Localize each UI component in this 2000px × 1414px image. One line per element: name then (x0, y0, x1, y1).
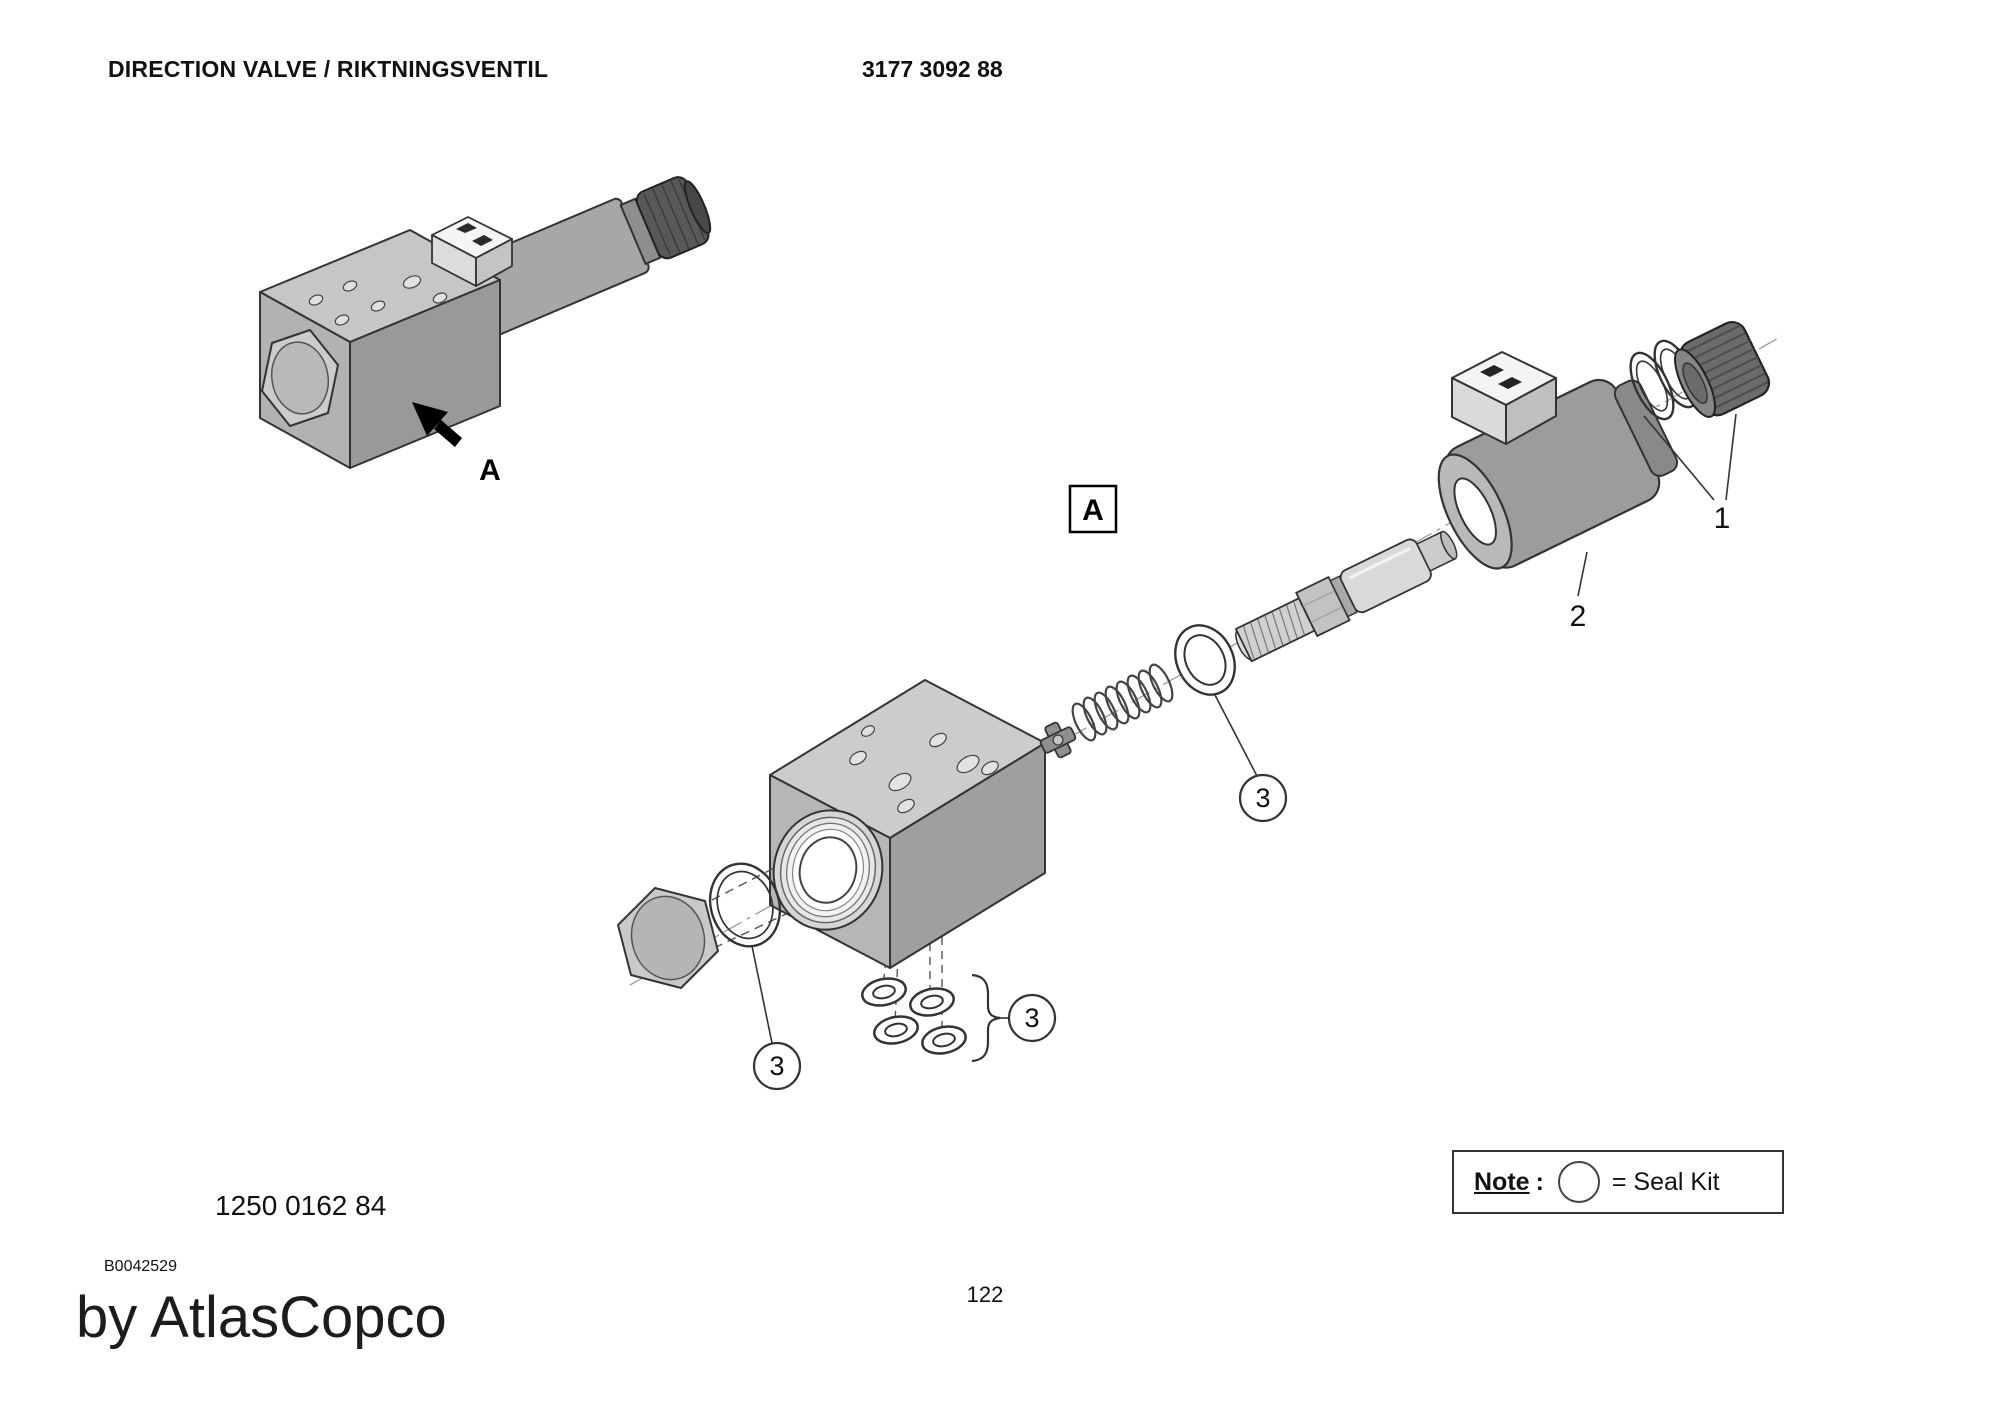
part-number: 3177 3092 88 (862, 56, 1003, 82)
assembled-connector (431, 216, 513, 287)
plug-alignment-dashes (711, 865, 787, 949)
callout-3-oring: 3 (1214, 694, 1288, 823)
assembled-block-holes (308, 275, 448, 326)
callout-3-plug: 3 (751, 945, 802, 1091)
callout-3-plug-label: 3 (769, 1051, 784, 1081)
seal-kit-circle-icon (1557, 1161, 1600, 1203)
connector-pins (456, 223, 493, 246)
block-top-holes (849, 725, 999, 814)
page-number: 122 (966, 1282, 1004, 1307)
brand-text: by AtlasCopco (76, 1285, 447, 1350)
valve-manifold-block (769, 679, 1046, 1034)
valve-port (772, 809, 884, 931)
hex-plug (617, 887, 719, 989)
washer-brace (971, 973, 1001, 1063)
washer (873, 1015, 919, 1045)
assembled-valve-view (259, 176, 712, 469)
seal-washers (861, 977, 967, 1055)
callout-3-washers-label: 3 (1024, 1003, 1039, 1033)
callout-2-coil: 2 (1570, 551, 1588, 633)
assembled-hex-plug-face (270, 341, 330, 415)
note-separator: : (1535, 1167, 1544, 1196)
page-title: DIRECTION VALVE / RIKTNINGSVENTIL (108, 56, 549, 82)
solenoid-connector (1451, 351, 1557, 445)
callout-3-washers: 3 (1000, 993, 1057, 1043)
block-right-face (889, 742, 1046, 969)
coil-knurled-nut (1674, 321, 1771, 418)
note-meaning: = Seal Kit (1611, 1167, 1720, 1196)
callout-3-oring-label: 3 (1255, 783, 1270, 813)
view-a-arrow-icon (412, 402, 462, 447)
valve-spring (1071, 663, 1174, 742)
callout-2-label: 2 (1570, 600, 1587, 633)
washer (861, 977, 907, 1007)
detail-view-label: A (1082, 494, 1104, 527)
detail-view-frame (1068, 484, 1118, 534)
washer (909, 987, 955, 1017)
connector-pins (1480, 365, 1522, 389)
plug-o-ring (708, 862, 782, 948)
callout-1-nut-rings: 1 (1643, 413, 1737, 535)
spool-retainer (1039, 721, 1077, 759)
cartridge-valve (1235, 530, 1458, 663)
document-code: B0042529 (104, 1258, 177, 1275)
seal-kit-note: Note : = Seal Kit (1452, 1150, 1784, 1214)
view-a-arrow-label: A (479, 454, 501, 487)
cartridge-thread-lines (1242, 601, 1305, 660)
drawing-number: 1250 0162 84 (215, 1190, 387, 1221)
callout-1-label: 1 (1714, 502, 1731, 535)
washer (921, 1025, 967, 1055)
assembled-block-right (349, 279, 501, 469)
cartridge-o-ring (1174, 624, 1236, 696)
note-label: Note (1474, 1167, 1530, 1196)
